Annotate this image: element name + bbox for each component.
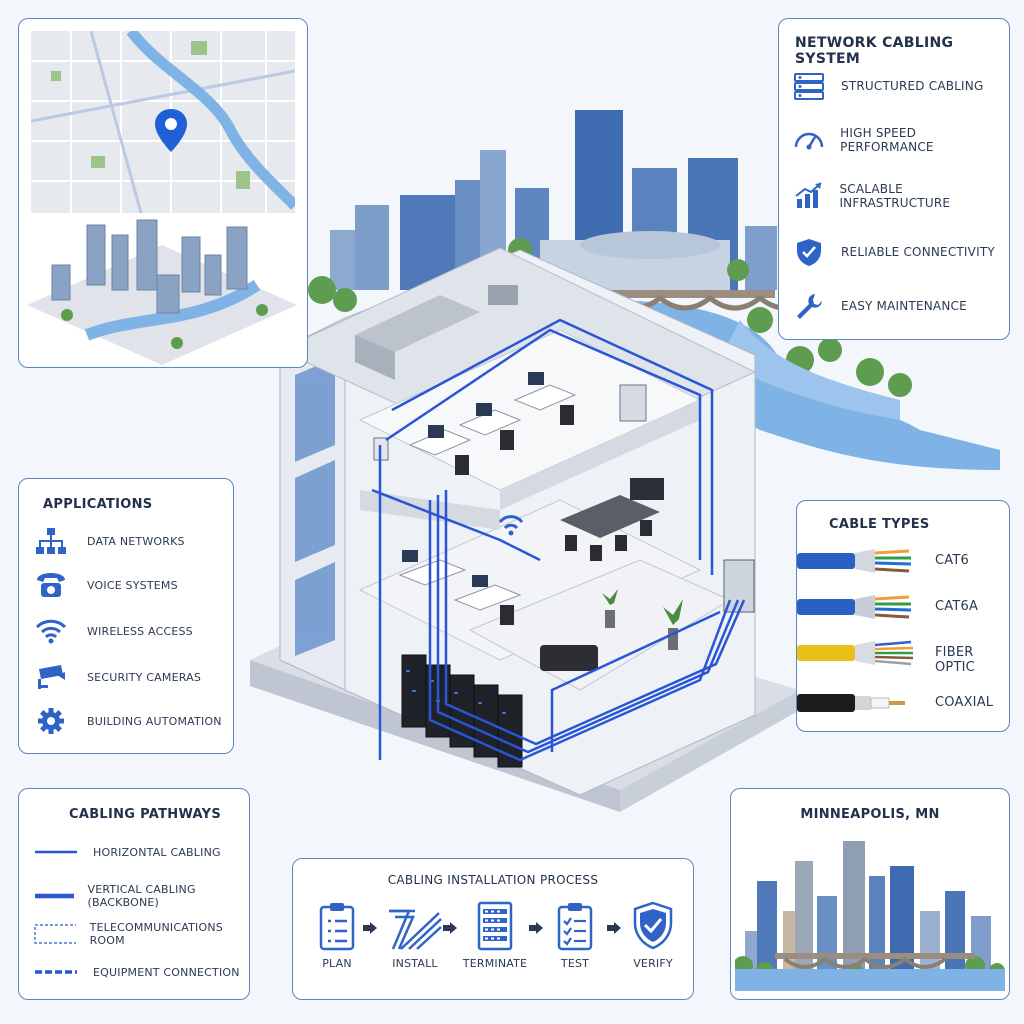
feature-item: SCALABLE INFRASTRUCTURE [793, 181, 1009, 211]
verified-shield-icon [633, 901, 673, 950]
arrow-right-icon [443, 922, 457, 934]
fiber-optic-cable-icon [797, 640, 914, 666]
step-label: PLAN [322, 957, 352, 970]
cable-types-title: CABLE TYPES [829, 517, 930, 532]
step-label: TEST [560, 957, 590, 970]
application-label: BUILDING AUTOMATION [87, 714, 222, 728]
cable-runs [371, 318, 746, 762]
cable-label: COAXIAL [935, 695, 994, 710]
process-step: PLAN [301, 899, 373, 979]
server-racks [401, 654, 523, 768]
features-panel: NETWORK CABLING SYSTEM STRUCTURED CABLIN… [778, 18, 1010, 340]
cable-label: FIBER OPTIC [935, 645, 975, 675]
cable-type-item: CAT6 [797, 541, 1009, 581]
pathway-item: TELECOMMUNICATIONS ROOM [33, 921, 249, 947]
pathway-label: TELECOMMUNICATIONS ROOM [89, 921, 223, 947]
security-camera-icon [38, 665, 65, 689]
background-skyline [330, 110, 777, 290]
feature-item: RELIABLE CONNECTIVITY [793, 237, 995, 267]
gear-icon [38, 708, 64, 734]
minneapolis-skyline-illustration [735, 841, 1005, 991]
map-pin-icon[interactable] [155, 109, 187, 152]
feature-label: EASY MAINTENANCE [841, 299, 967, 313]
pathways-title: CABLING PATHWAYS [69, 807, 221, 822]
test-checklist-icon [557, 903, 593, 951]
coaxial-cable-icon [797, 694, 905, 712]
server-icon [794, 73, 824, 100]
speedometer-icon [794, 132, 824, 150]
pathway-label: HORIZONTAL CABLING [93, 845, 221, 859]
cable-type-item: COAXIAL [797, 683, 1009, 723]
feature-item: EASY MAINTENANCE [793, 291, 967, 321]
process-step: TEST [539, 899, 611, 979]
pathway-item: HORIZONTAL CABLING [33, 845, 221, 859]
pathway-item: VERTICAL CABLING (BACKBONE) [33, 883, 249, 909]
feature-item: HIGH SPEED PERFORMANCE [793, 125, 1009, 155]
applications-title: APPLICATIONS [43, 497, 153, 512]
growth-chart-icon [795, 182, 822, 208]
location-title: MINNEAPOLIS, MN [800, 807, 940, 822]
cable-label: CAT6 [935, 553, 969, 568]
cable-label: CAT6A [935, 599, 979, 614]
shield-check-icon [797, 239, 821, 266]
application-label: WIRELESS ACCESS [87, 624, 193, 638]
cable-type-item: FIBER OPTIC [797, 633, 1009, 675]
application-item: WIRELESS ACCESS [35, 617, 193, 645]
step-label: TERMINATE [462, 957, 528, 970]
arrow-right-icon [363, 922, 377, 934]
features-title: NETWORK CABLING SYSTEM [795, 35, 954, 67]
telephone-icon [37, 573, 65, 597]
cable-bundle-icon [389, 909, 442, 950]
equipment-connection-line-icon [35, 970, 77, 974]
checklist-icon [319, 903, 355, 951]
network-hierarchy-icon [36, 528, 66, 554]
horizontal-cabling-line-icon [35, 850, 77, 854]
wrench-icon [797, 294, 822, 319]
feature-label: RELIABLE CONNECTIVITY [841, 245, 995, 259]
wifi-icon [35, 619, 67, 644]
application-label: DATA NETWORKS [87, 534, 185, 548]
step-label: VERIFY [633, 957, 673, 970]
process-step: VERIFY [617, 899, 689, 979]
vertical-cabling-line-icon [35, 893, 74, 899]
isometric-city-illustration [27, 219, 297, 365]
process-step: TERMINATE [459, 899, 531, 979]
pathways-panel: CABLING PATHWAYS HORIZONTAL CABLING VERT… [18, 788, 250, 1000]
feature-item: STRUCTURED CABLING [793, 71, 983, 101]
application-label: VOICE SYSTEMS [87, 578, 178, 592]
cable-types-panel: CABLE TYPES CAT6 CAT6A FIBER OPTIC [796, 500, 1010, 732]
application-item: VOICE SYSTEMS [35, 571, 178, 599]
map-panel [18, 18, 308, 368]
cable-type-item: CAT6A [797, 587, 1009, 627]
cat6a-cable-icon [797, 595, 912, 619]
process-panel: CABLING INSTALLATION PROCESS PLAN INSTAL… [292, 858, 694, 1000]
process-title: CABLING INSTALLATION PROCESS [387, 873, 599, 887]
feature-label: SCALABLE INFRASTRUCTURE [839, 182, 951, 210]
arrow-right-icon [607, 922, 621, 934]
pathway-item: EQUIPMENT CONNECTION [33, 965, 240, 979]
cat6-cable-icon [797, 549, 912, 573]
applications-panel: APPLICATIONS DATA NETWORKS VOICE SYSTEMS… [18, 478, 234, 754]
feature-label: STRUCTURED CABLING [841, 79, 984, 93]
process-step: INSTALL [379, 899, 451, 979]
pathway-label: EQUIPMENT CONNECTION [93, 965, 240, 979]
location-panel: MINNEAPOLIS, MN [730, 788, 1010, 1000]
step-label: INSTALL [392, 957, 438, 970]
patch-panel-icon [477, 901, 513, 951]
application-item: DATA NETWORKS [35, 527, 185, 555]
application-item: SECURITY CAMERAS [35, 663, 201, 691]
city-map[interactable] [31, 31, 295, 213]
application-label: SECURITY CAMERAS [87, 670, 202, 684]
application-item: BUILDING AUTOMATION [35, 707, 222, 735]
pathway-label: VERTICAL CABLING (BACKBONE) [87, 883, 196, 909]
telecom-room-box-icon [34, 924, 76, 944]
feature-label: HIGH SPEED PERFORMANCE [840, 126, 934, 154]
arrow-right-icon [529, 922, 543, 934]
